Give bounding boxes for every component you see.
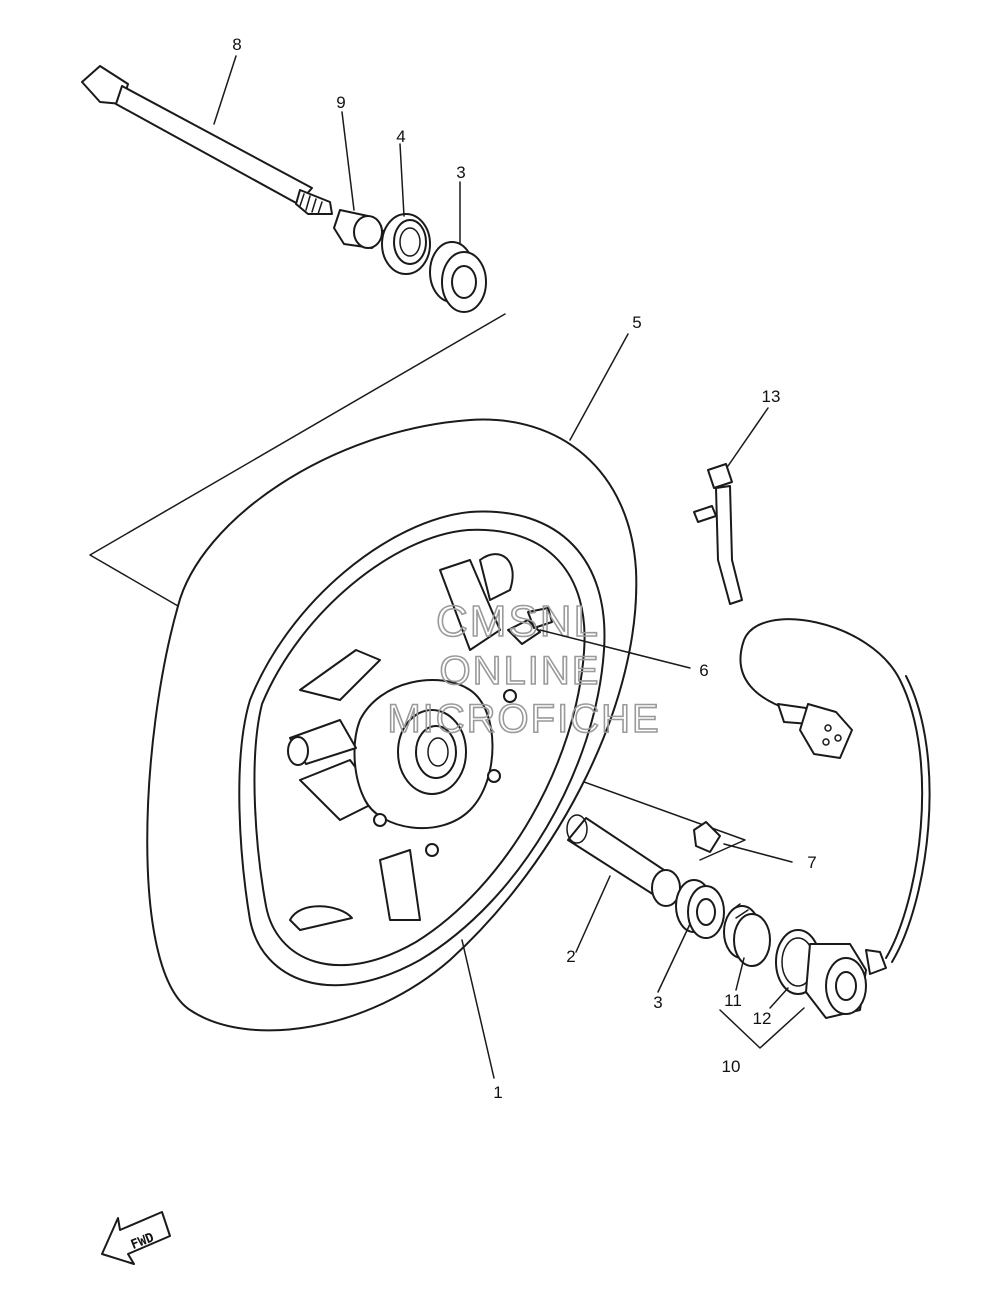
part-8-axle — [81, 65, 333, 215]
part-2-spacer — [566, 814, 681, 907]
cable-path — [739, 618, 924, 959]
callout-4: 4 — [396, 127, 405, 146]
callout-9: 9 — [336, 93, 345, 112]
callout-11: 11 — [724, 991, 742, 1010]
callout-6: 6 — [699, 661, 708, 680]
callout-3-lower: 3 — [653, 993, 662, 1012]
spoke-bottom — [289, 905, 353, 931]
part-10-sensor-unit — [805, 943, 887, 1019]
spoke-slot — [479, 553, 514, 601]
part-11-drive-gear — [723, 903, 771, 967]
rim-inner — [253, 528, 586, 967]
callout-5: 5 — [632, 313, 641, 332]
callout-2: 2 — [566, 947, 575, 966]
part-9-collar — [333, 209, 385, 249]
callout-3-top: 3 — [456, 163, 465, 182]
callout-10: 10 — [722, 1057, 741, 1076]
part-4-oil-seal — [381, 213, 431, 275]
spoke-upper-left — [299, 649, 381, 701]
part-3-bearing-lower — [675, 879, 725, 939]
sensor-cable — [739, 618, 931, 963]
callout-12: 12 — [753, 1009, 772, 1028]
callout-1: 1 — [493, 1083, 502, 1102]
leader-lines — [213, 55, 805, 1079]
part-7-clip — [693, 821, 721, 853]
axle-guide-line — [89, 313, 506, 607]
part-13-cable-tie — [693, 463, 743, 605]
fwd-arrow-icon — [101, 1211, 171, 1265]
callout-7: 7 — [807, 853, 816, 872]
callout-8: 8 — [232, 35, 241, 54]
part-3-bearing-top — [429, 241, 487, 313]
spoke-lower — [379, 849, 421, 921]
watermark-line2: ONLINE — [440, 649, 601, 693]
spoke-upper — [439, 559, 501, 651]
callout-13: 13 — [762, 387, 781, 406]
forward-direction-arrow: FWD — [101, 1211, 171, 1265]
watermark: CMSNL ONLINE MICROFICHE — [387, 596, 660, 742]
watermark-line3: MICROFICHE — [387, 697, 660, 741]
callouts: 8 9 4 3 5 13 6 7 2 3 11 12 10 1 — [232, 35, 816, 1102]
part-6-valve — [507, 607, 553, 645]
